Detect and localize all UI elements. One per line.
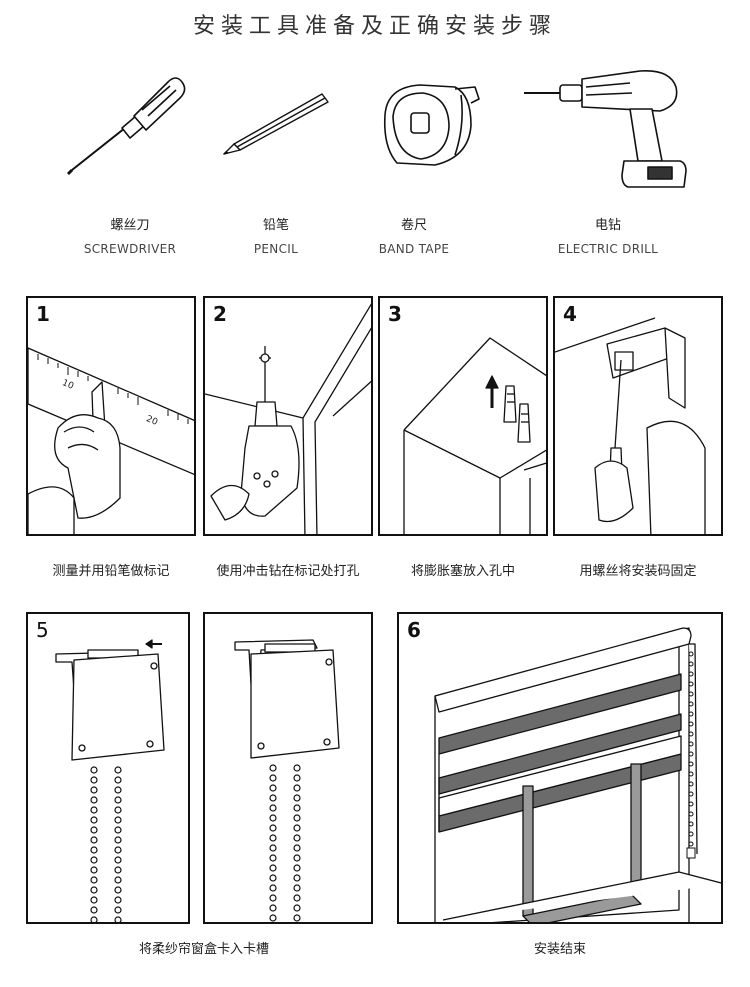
step-panel-5-detail [203,612,373,924]
step-number: 5 [36,618,49,642]
step-panel-3: 3 [378,296,548,536]
tool-label-en: SCREWDRIVER [83,242,177,256]
tool-label-en: PENCIL [253,242,299,256]
step-caption: 将柔纱帘窗盒卡入卡槽 [138,942,269,957]
step-panel-6: 6 [397,612,723,924]
step-number: 6 [407,618,421,642]
step-panel-4: 4 [553,296,723,536]
tool-label-cn: 铅笔 [262,218,289,233]
tape-measure-icon [375,75,485,175]
tool-label-en: BAND TAPE [378,242,450,256]
electric-drill-icon [520,65,700,195]
step-number: 3 [388,302,402,326]
tool-label-en: ELECTRIC DRILL [557,242,659,256]
step-caption: 安装结束 [533,942,586,957]
page-title: 安装工具准备及正确安装步骤 [192,14,557,39]
step-panel-5: 5 [26,612,190,924]
tool-label-cn: 螺丝刀 [110,218,150,233]
step-caption: 测量并用铅笔做标记 [52,564,170,579]
step-number: 4 [563,302,577,326]
step-number: 1 [36,302,50,326]
tool-label-cn: 电钻 [594,218,621,233]
step-caption: 使用冲击钻在标记处打孔 [216,564,360,579]
step-number: 2 [213,302,227,326]
step-caption: 用螺丝将安装码固定 [579,564,697,579]
step-panel-2: 2 [203,296,373,536]
screwdriver-icon [60,70,190,180]
step-panel-1: 1 10 20 [26,296,196,536]
pencil-icon [220,88,335,158]
tool-label-cn: 卷尺 [400,218,427,233]
step-caption: 将膨胀塞放入孔中 [410,564,515,579]
